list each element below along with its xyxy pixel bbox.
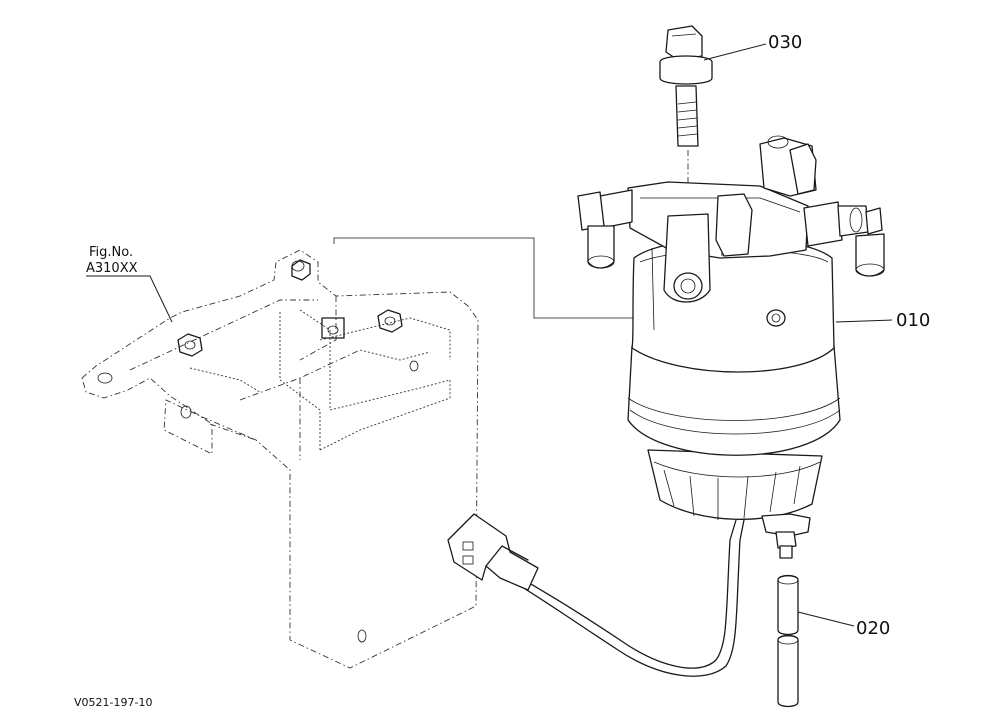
nut-3	[321, 317, 345, 339]
drain-nipple	[761, 513, 811, 559]
figure-reference: Fig.No. A310XX	[86, 245, 173, 323]
callout-020-label: 020	[856, 618, 890, 639]
fig-no-leader	[86, 275, 173, 323]
sensor-harness	[447, 513, 745, 677]
fig-no-value: A310XX	[86, 261, 138, 276]
electrical-connector	[447, 513, 539, 591]
nut-2	[377, 309, 403, 333]
mounting-bracket-reference	[81, 249, 479, 669]
nut-1	[177, 333, 203, 357]
banjo-bolt	[659, 25, 713, 186]
callout-030-leader	[703, 43, 767, 61]
callout-020-leader	[797, 611, 855, 627]
drain-hose	[777, 574, 799, 708]
callout-010-leader	[835, 319, 893, 323]
callout-010-label: 010	[896, 310, 930, 331]
nut-4	[291, 259, 311, 281]
fig-no-label: Fig.No.	[89, 245, 133, 260]
callout-030-label: 030	[768, 32, 802, 53]
filter-assembly	[577, 135, 885, 559]
drawing-code: V0521-197-10	[74, 696, 152, 709]
right-elbow-fitting	[803, 201, 885, 277]
left-elbow-fitting	[577, 189, 633, 269]
